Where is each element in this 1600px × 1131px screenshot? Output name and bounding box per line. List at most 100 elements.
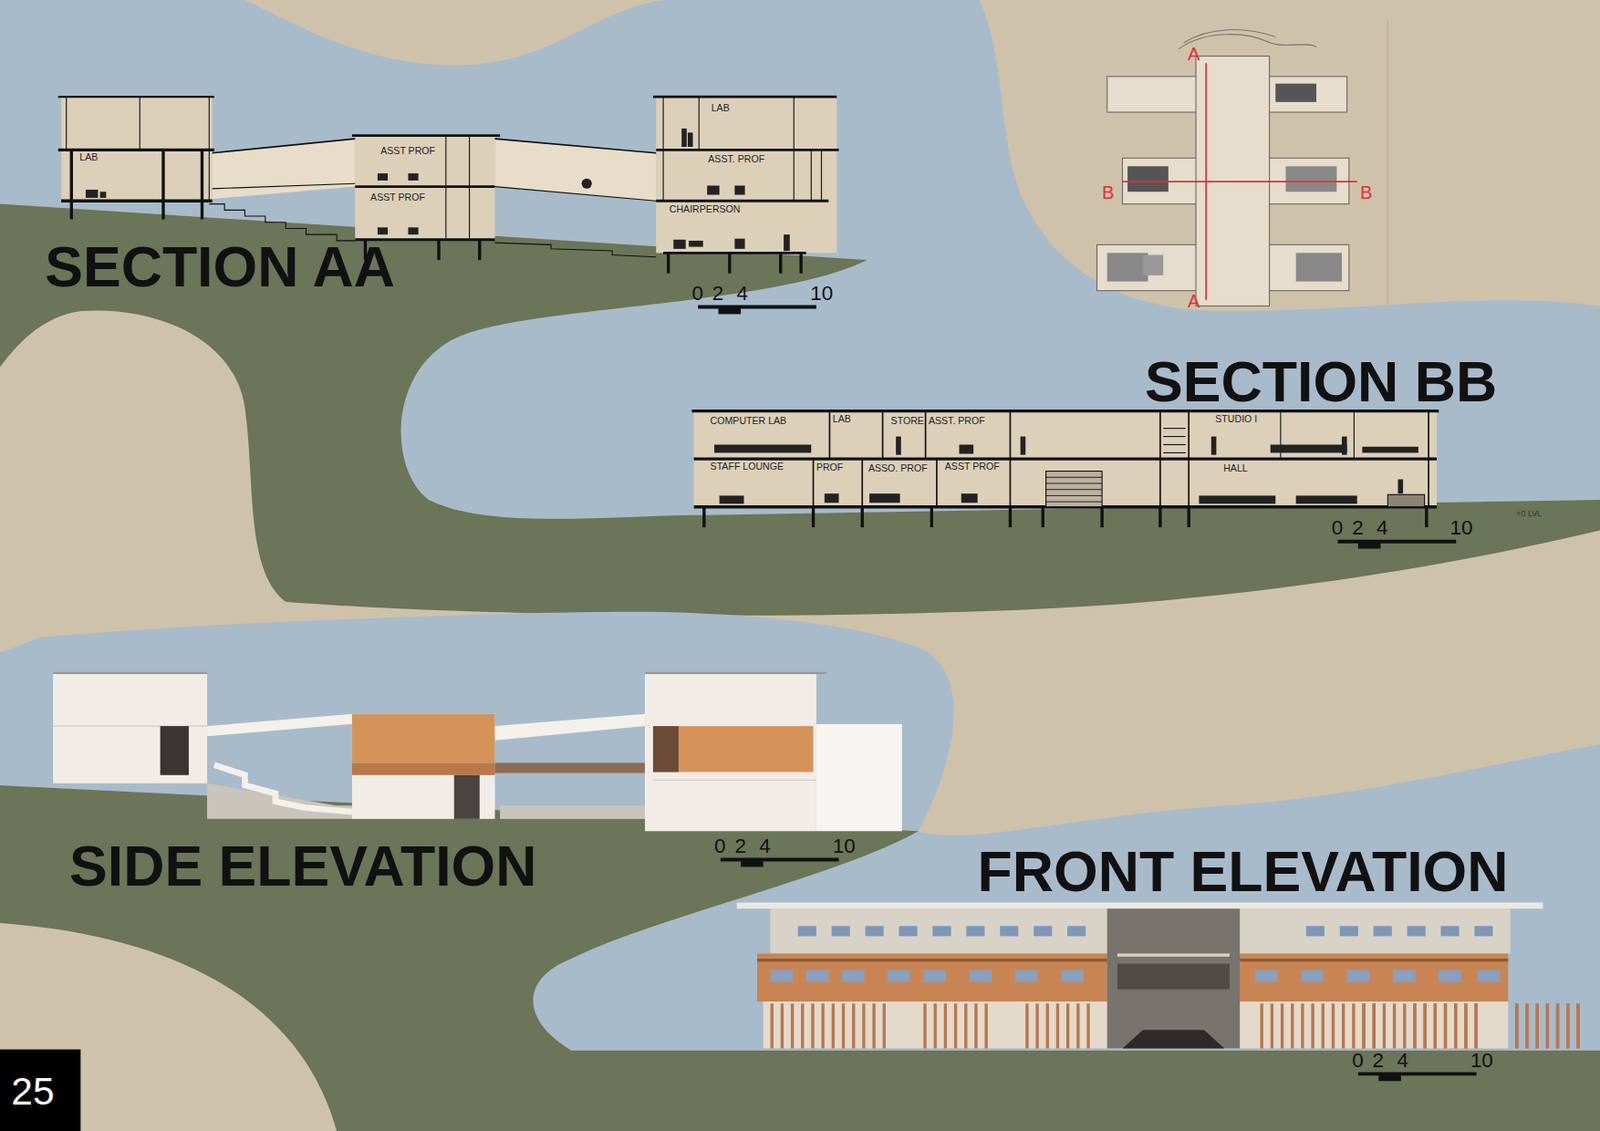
section-bb-drawing-part	[1387, 494, 1424, 507]
plan-drawing-part-part	[1296, 252, 1342, 281]
section-marker: B	[1360, 183, 1372, 202]
front-elevation-drawing-part	[737, 903, 1544, 910]
section-aa-drawing-part	[212, 183, 356, 189]
front-elevation-drawing-part-part	[800, 1003, 804, 1049]
plan-drawing-part-part	[1285, 166, 1337, 192]
section-bb-drawing	[691, 411, 1439, 528]
scale-number: 10	[1450, 518, 1474, 539]
side-elevation-drawing-part	[160, 726, 189, 776]
scale-number: 0	[1351, 1050, 1363, 1071]
room-label: LAB	[711, 103, 730, 114]
front-elevation-drawing-part-part	[872, 1003, 875, 1049]
plan-drawing-part-part	[1127, 166, 1169, 192]
section-aa-drawing-part	[477, 239, 481, 260]
background-part	[1387, 20, 1389, 304]
side-elevation-drawing-part	[644, 672, 827, 675]
room-label: ASSO. PROF	[868, 463, 928, 474]
section-aa-drawing-part-part	[407, 173, 418, 181]
section-aa-drawing-part-part	[706, 185, 719, 195]
side-elevation-drawing-part	[52, 673, 208, 784]
scale-number: 10	[810, 283, 833, 304]
front-elevation-drawing-part-part	[851, 1003, 855, 1049]
front-elevation-drawing-part-part	[883, 1003, 886, 1049]
view-title: FRONT ELEVATION	[977, 842, 1509, 901]
room-label: ASST PROF	[370, 192, 426, 203]
section-bb-drawing-part-part	[1211, 436, 1217, 456]
front-elevation-drawing-part	[757, 958, 1108, 962]
section-aa-drawing-part	[779, 252, 782, 273]
section-aa-drawing-part-part	[688, 240, 704, 248]
scale-number: 10	[1470, 1050, 1494, 1071]
front-elevation-drawing-part-part	[790, 1003, 794, 1049]
front-elevation-drawing-part-part	[770, 1003, 774, 1049]
plan-drawing-part	[1107, 83, 1342, 282]
section-aa-drawing-part	[58, 95, 215, 98]
front-elevation-drawing-part-part	[780, 1003, 784, 1049]
front-elevation-drawing-part-part	[999, 925, 1019, 936]
scale-number: 0	[714, 836, 726, 857]
front-elevation-drawing-part-part	[887, 969, 911, 982]
front-elevation-drawing-part-part	[1015, 969, 1039, 982]
section-aa-drawing-part	[58, 148, 215, 152]
section-bb-drawing-part-part	[1270, 445, 1348, 454]
front-elevation-drawing-part-part	[1306, 925, 1325, 936]
room-label: HALL	[1223, 463, 1248, 474]
section-aa-drawing-part	[495, 187, 657, 202]
section-marker: A	[1187, 291, 1200, 311]
section-aa-drawing-part	[208, 96, 210, 201]
section-bb-drawing-part	[812, 458, 815, 508]
front-elevation-drawing-part-part	[862, 1003, 865, 1049]
front-elevation-drawing-part-part	[770, 969, 794, 982]
front-elevation-drawing-part-part	[1474, 925, 1493, 936]
front-elevation-drawing-part	[757, 953, 1108, 1002]
scale-bars-part	[1358, 1073, 1477, 1081]
room-label: PROF	[816, 462, 843, 473]
section-aa-drawing-part	[495, 138, 657, 201]
section-aa-drawing-part	[655, 96, 837, 253]
section-bb-drawing-part-part	[1046, 477, 1103, 478]
front-elevation-drawing-part-part	[1025, 1003, 1029, 1049]
section-bb-drawing-part-part	[1100, 507, 1103, 528]
section-aa-drawing-part-part	[85, 189, 98, 198]
section-aa-drawing-part	[810, 149, 812, 201]
front-elevation-drawing-part	[1107, 908, 1240, 1049]
section-bb-drawing-part-part	[1296, 495, 1358, 504]
room-label: LAB	[832, 414, 852, 425]
background-part	[0, 0, 1600, 520]
section-bb-drawing-part-part	[1198, 495, 1276, 504]
section-marker: B	[1101, 183, 1114, 202]
room-label: STUDIO I	[1215, 414, 1258, 425]
room-label: ASST. PROF	[928, 415, 986, 426]
front-elevation-drawing-part-part	[934, 1003, 937, 1049]
section-bb-drawing-part	[1046, 471, 1103, 508]
section-aa-drawing-part	[655, 199, 829, 203]
section-bb-drawing-part	[694, 457, 1437, 460]
section-bb-drawing-part	[924, 411, 927, 460]
section-aa-drawing-part	[436, 239, 440, 260]
scale-number: 2	[712, 283, 724, 304]
section-bb-drawing-part-part	[1158, 507, 1162, 528]
front-elevation-drawing-part-part	[1067, 925, 1086, 936]
section-bb-drawing-part	[1353, 411, 1355, 460]
section-aa-drawing-part	[139, 96, 141, 150]
plan-drawing-part	[1184, 30, 1277, 43]
front-elevation-drawing-part-part	[810, 1003, 814, 1049]
section-bb-drawing-part-part	[861, 507, 864, 528]
section-bb-drawing-part-part	[959, 445, 975, 455]
section-aa-drawing-part	[666, 252, 670, 273]
front-elevation-drawing-part	[1259, 1003, 1580, 1049]
front-elevation-drawing	[737, 903, 1600, 1050]
section-bb-drawing-part	[861, 458, 863, 508]
section-bb-drawing-part-part	[824, 493, 840, 503]
front-elevation-drawing-part-part	[1035, 1003, 1039, 1049]
section-aa-drawing-part	[698, 96, 700, 150]
front-elevation-drawing-part-part	[1477, 969, 1501, 982]
scale-number: 0	[1331, 518, 1343, 539]
scale-bars-part	[720, 860, 840, 868]
front-elevation-drawing-part-part	[820, 1003, 824, 1049]
section-bb-drawing-part-part	[1008, 507, 1012, 528]
front-elevation-drawing-part-part	[1046, 1003, 1050, 1049]
section-bb-drawing-part-part	[1046, 501, 1103, 503]
plan-drawing-part-part	[1275, 83, 1317, 103]
section-aa-drawing-part	[468, 135, 470, 240]
